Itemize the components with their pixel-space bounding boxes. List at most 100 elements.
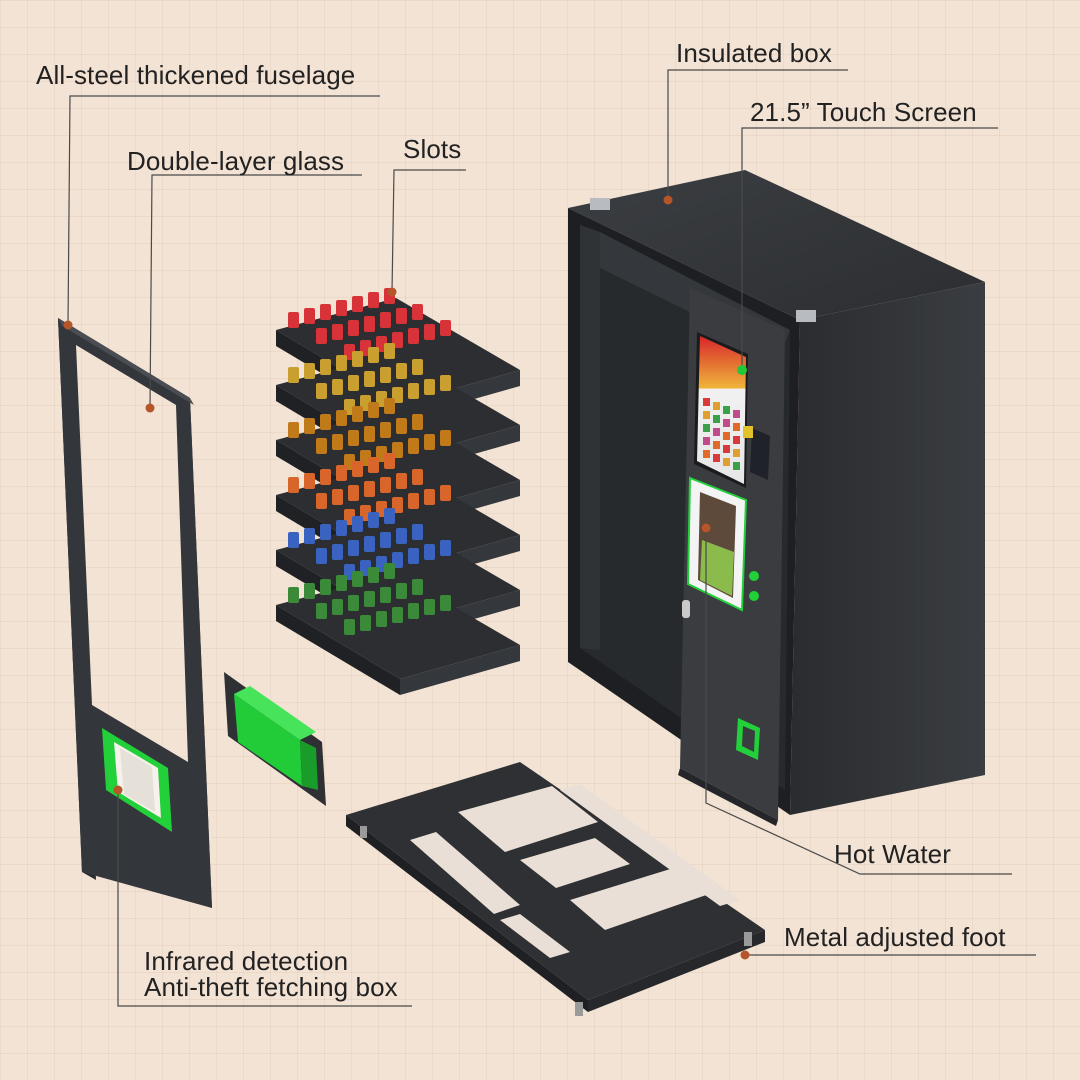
screen-product-tile xyxy=(723,419,730,427)
product-item xyxy=(392,442,403,458)
product-item xyxy=(304,363,315,379)
product-item xyxy=(384,508,395,524)
product-item xyxy=(320,414,331,430)
product-item xyxy=(336,410,347,426)
product-item xyxy=(412,579,423,595)
label-metal-foot: Metal adjusted foot xyxy=(784,922,1006,952)
product-item xyxy=(412,359,423,375)
leader-lines xyxy=(67,69,1036,1007)
product-item xyxy=(408,328,419,344)
product-item xyxy=(440,430,451,446)
product-item xyxy=(348,540,359,556)
product-item xyxy=(364,481,375,497)
product-item xyxy=(304,418,315,434)
product-item xyxy=(384,398,395,414)
screen-product-tile xyxy=(713,454,720,462)
screen-product-tile xyxy=(723,458,730,466)
product-item xyxy=(352,516,363,532)
product-item xyxy=(396,473,407,489)
screen-product-tile xyxy=(713,415,720,423)
product-item xyxy=(424,379,435,395)
product-item xyxy=(316,328,327,344)
product-item xyxy=(336,520,347,536)
product-item xyxy=(408,493,419,509)
product-item xyxy=(288,312,299,328)
product-item xyxy=(352,406,363,422)
product-item xyxy=(288,477,299,493)
screen-product-tile xyxy=(713,428,720,436)
product-item xyxy=(304,473,315,489)
base-frame xyxy=(346,762,765,1016)
label-infrared-detection: Infrared detection Anti-theft fetching b… xyxy=(144,948,398,1000)
product-item xyxy=(384,563,395,579)
product-item xyxy=(332,489,343,505)
screen-product-tile xyxy=(733,449,740,457)
product-item xyxy=(304,583,315,599)
product-item xyxy=(364,536,375,552)
product-item xyxy=(408,438,419,454)
product-item xyxy=(392,387,403,403)
product-item xyxy=(408,383,419,399)
product-item xyxy=(368,457,379,473)
product-item xyxy=(396,363,407,379)
product-item xyxy=(336,300,347,316)
product-item xyxy=(332,379,343,395)
product-item xyxy=(348,485,359,501)
product-item xyxy=(336,575,347,591)
product-item xyxy=(368,567,379,583)
product-item xyxy=(408,548,419,564)
screen-product-tile xyxy=(703,450,710,458)
product-item xyxy=(348,320,359,336)
product-item xyxy=(424,434,435,450)
screen-product-tile xyxy=(723,432,730,440)
product-item xyxy=(364,316,375,332)
product-item xyxy=(396,583,407,599)
product-item xyxy=(380,422,391,438)
product-item xyxy=(364,591,375,607)
product-item xyxy=(396,528,407,544)
product-item xyxy=(396,308,407,324)
product-item xyxy=(316,603,327,619)
product-item xyxy=(440,375,451,391)
screen-product-tile xyxy=(703,437,710,445)
screen-product-tile xyxy=(733,436,740,444)
front-door-panel xyxy=(678,288,785,826)
product-item xyxy=(380,367,391,383)
screen-product-tile xyxy=(713,441,720,449)
product-item xyxy=(440,320,451,336)
product-item xyxy=(380,477,391,493)
label-infrared-line2: Anti-theft fetching box xyxy=(144,972,398,1002)
product-item xyxy=(412,524,423,540)
product-item xyxy=(320,359,331,375)
product-item xyxy=(368,512,379,528)
product-item xyxy=(316,383,327,399)
product-item xyxy=(392,552,403,568)
product-item xyxy=(332,599,343,615)
screen-product-tile xyxy=(703,424,710,432)
screen-product-tile xyxy=(713,402,720,410)
product-item xyxy=(288,422,299,438)
product-item xyxy=(352,461,363,477)
product-item xyxy=(352,296,363,312)
product-item xyxy=(352,571,363,587)
screen-product-tile xyxy=(723,445,730,453)
screen-product-tile xyxy=(723,406,730,414)
product-item xyxy=(360,615,371,631)
product-item xyxy=(380,587,391,603)
callout-markers xyxy=(63,195,750,960)
product-item xyxy=(316,438,327,454)
infrared-sensor-module xyxy=(224,672,326,806)
product-item xyxy=(316,548,327,564)
product-item xyxy=(348,430,359,446)
label-insulated-box: Insulated box xyxy=(676,38,832,68)
screen-product-tile xyxy=(733,462,740,470)
label-hot-water: Hot Water xyxy=(834,839,951,869)
label-double-layer-glass: Double-layer glass xyxy=(127,146,345,176)
door-frame xyxy=(58,318,212,908)
product-item xyxy=(408,603,419,619)
screen-product-tile xyxy=(703,411,710,419)
product-item xyxy=(368,347,379,363)
product-item xyxy=(344,619,355,635)
